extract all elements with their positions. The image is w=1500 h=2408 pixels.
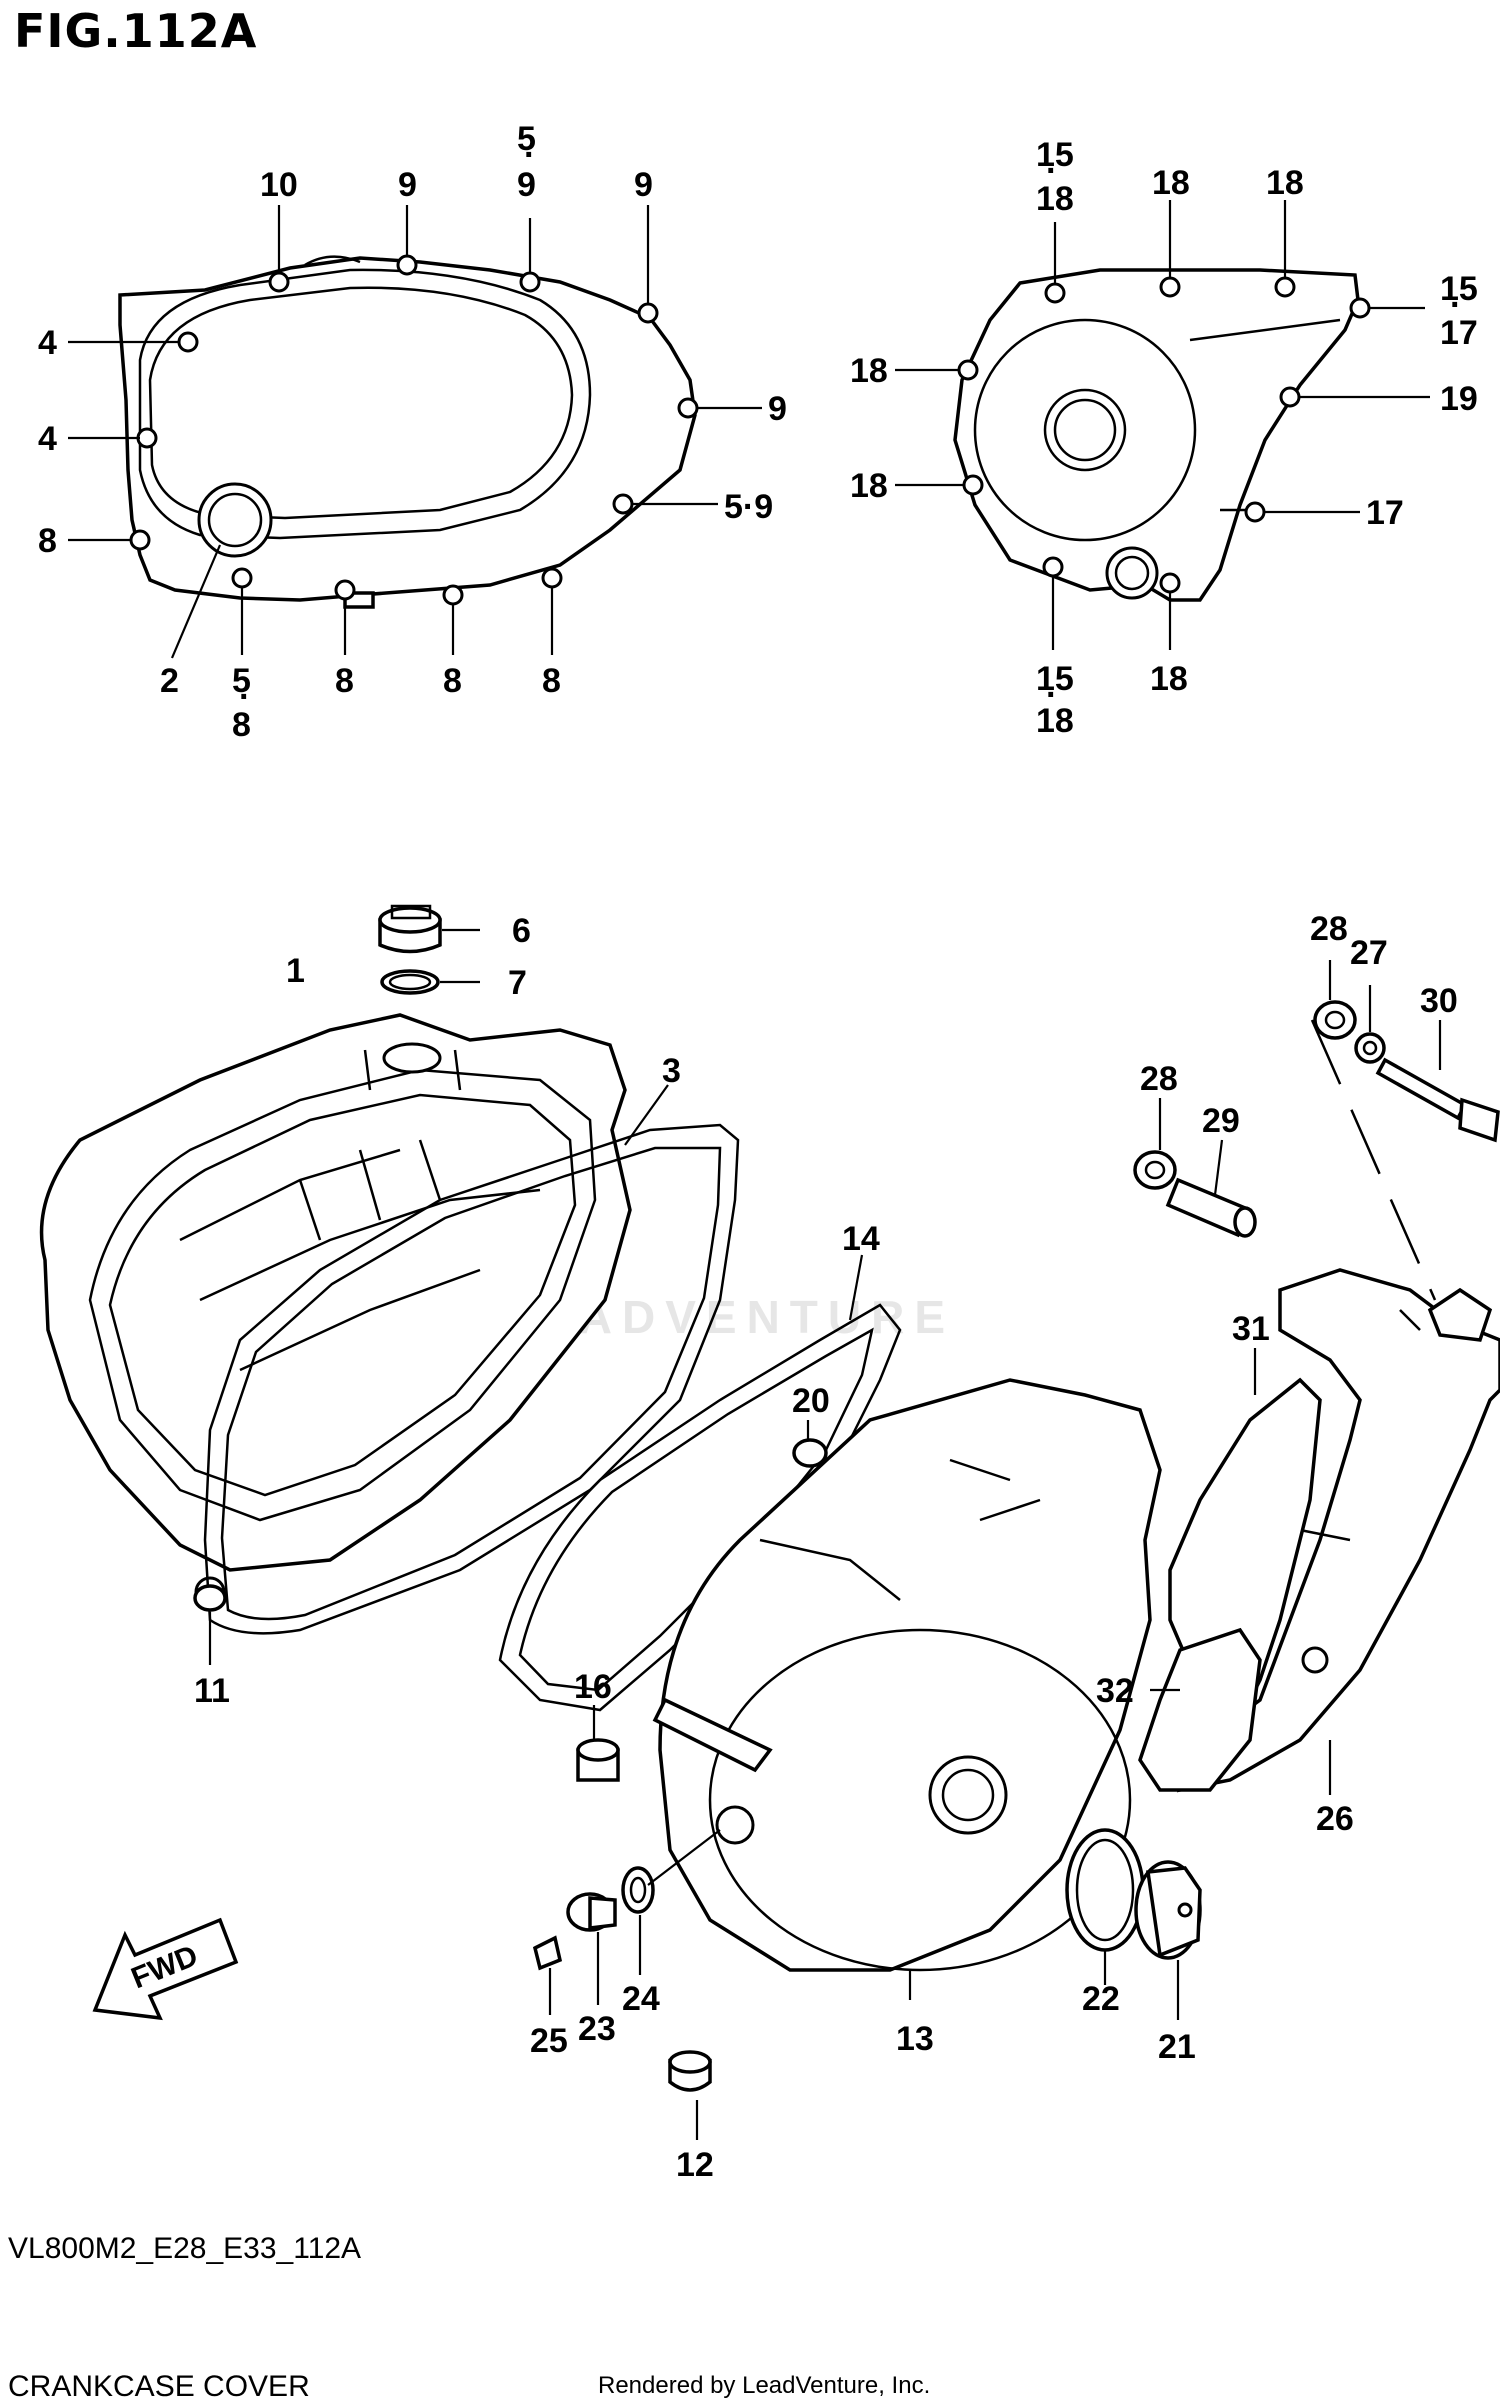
callout-15-18-dot: · — [1046, 152, 1057, 190]
callout-20: 20 — [792, 1382, 830, 1420]
callout-18-bottom: 18 — [1036, 702, 1074, 740]
callout-9-top-c: 9 — [634, 166, 653, 204]
callout-4-a: 4 — [38, 324, 57, 362]
callout-22: 22 — [1082, 1980, 1120, 2018]
callout-5-top: 5 — [517, 120, 536, 158]
callout-8-c: 8 — [443, 662, 462, 700]
callout-19: 19 — [1440, 380, 1478, 418]
callout-5-9-right: 5·9 — [724, 488, 773, 526]
figure-title: FIG.112A — [14, 4, 258, 58]
callout-18-e: 18 — [1150, 660, 1188, 698]
callout-18-b: 18 — [1266, 164, 1304, 202]
part-25-plug — [532, 1935, 563, 2015]
part-20-dowel-pin — [792, 1420, 828, 1468]
callout-3: 3 — [662, 1052, 681, 1090]
part-3-gasket — [203, 1084, 740, 1635]
assembly-centerline — [1310, 1019, 1437, 1301]
callout-15-17-dot: · — [1450, 286, 1461, 324]
part-12-plug — [668, 2050, 712, 2140]
part-6-filler-cap — [378, 904, 480, 954]
part-28-grommet-lower — [1133, 1098, 1177, 1190]
part-30-bolt — [1375, 1020, 1500, 1143]
part-23-drain-bolt — [566, 1892, 617, 2005]
callout-12: 12 — [676, 2146, 714, 2184]
callout-18-a: 18 — [1152, 164, 1190, 202]
fwd-arrow-icon — [92, 1917, 239, 2021]
callout-29: 29 — [1202, 1102, 1240, 1140]
callout-13: 13 — [896, 2020, 934, 2058]
callout-15-right: 15 — [1440, 270, 1478, 308]
part-24-washer — [621, 1829, 721, 1975]
callout-15-top: 15 — [1036, 136, 1074, 174]
bolt-hole-markers — [957, 276, 1371, 594]
part-26-outer-cover — [1176, 1268, 1500, 1795]
rendered-by-credit: Rendered by LeadVenture, Inc. — [598, 2372, 931, 2399]
callout-17-right: 17 — [1440, 314, 1478, 352]
callout-8-left: 8 — [38, 522, 57, 560]
callout-7: 7 — [508, 964, 527, 1002]
callout-28-a: 28 — [1310, 910, 1348, 948]
callout-24: 24 — [622, 1980, 660, 2018]
part-29-collar — [1165, 1139, 1257, 1238]
callout-5-9-dot: · — [524, 136, 535, 174]
part-21-plug — [1134, 1860, 1202, 2020]
generator-cover-bolt-layout — [895, 200, 1430, 650]
callout-27: 27 — [1350, 934, 1388, 972]
callout-15-18-bottom-dot: · — [1046, 676, 1057, 714]
part-27-washer — [1354, 985, 1386, 1064]
figure-name: CRANKCASE COVER — [8, 2370, 310, 2403]
part-32-bracket — [1138, 1627, 1262, 1792]
callout-8-bottom: 8 — [232, 706, 251, 744]
bolt-hole-markers — [129, 254, 699, 606]
callout-26: 26 — [1316, 1800, 1354, 1838]
callout-16: 16 — [574, 1668, 612, 1706]
part-11-dowel-pin — [193, 1584, 227, 1665]
callout-25: 25 — [530, 2022, 568, 2060]
callout-21: 21 — [1158, 2028, 1196, 2066]
part-1-clutch-cover — [39, 1013, 632, 1608]
callout-9-right: 9 — [768, 390, 787, 428]
callout-9-top-a: 9 — [398, 166, 417, 204]
callout-5-8-dot: · — [239, 678, 250, 716]
callout-5-bottom: 5 — [232, 662, 251, 700]
callout-2: 2 — [160, 662, 179, 700]
callout-11: 11 — [194, 1672, 230, 1710]
part-28-grommet — [1313, 960, 1357, 1040]
callout-8-d: 8 — [542, 662, 561, 700]
callout-18-c: 18 — [850, 352, 888, 390]
part-22-o-ring — [1065, 1828, 1145, 1985]
part-13-generator-cover — [652, 1378, 1162, 2000]
callout-8-b: 8 — [335, 662, 354, 700]
callout-10: 10 — [260, 166, 298, 204]
part-7-o-ring — [380, 969, 480, 995]
callout-28-b: 28 — [1140, 1060, 1178, 1098]
callout-15-bottom: 15 — [1036, 660, 1074, 698]
callout-6: 6 — [512, 912, 531, 950]
callout-17: 17 — [1366, 494, 1404, 532]
callout-18-d: 18 — [850, 467, 888, 505]
part-16-dowel-pin — [576, 1705, 620, 1782]
callout-32: 32 — [1096, 1672, 1134, 1710]
callout-30: 30 — [1420, 982, 1458, 1020]
callout-23: 23 — [578, 2010, 616, 2048]
callout-9-top-b: 9 — [517, 166, 536, 204]
callout-14: 14 — [842, 1220, 880, 1258]
callout-1: 1 — [286, 952, 305, 990]
figure-code: VL800M2_E28_E33_112A — [8, 2232, 362, 2265]
callout-labels: 10 9 5 · 9 9 4 4 8 9 5·9 2 5 · 8 8 8 8 1… — [38, 120, 1478, 2184]
callout-18-top: 18 — [1036, 180, 1074, 218]
clutch-cover-bolt-layout — [68, 205, 762, 659]
callout-4-b: 4 — [38, 420, 57, 458]
callout-31: 31 — [1232, 1310, 1270, 1348]
